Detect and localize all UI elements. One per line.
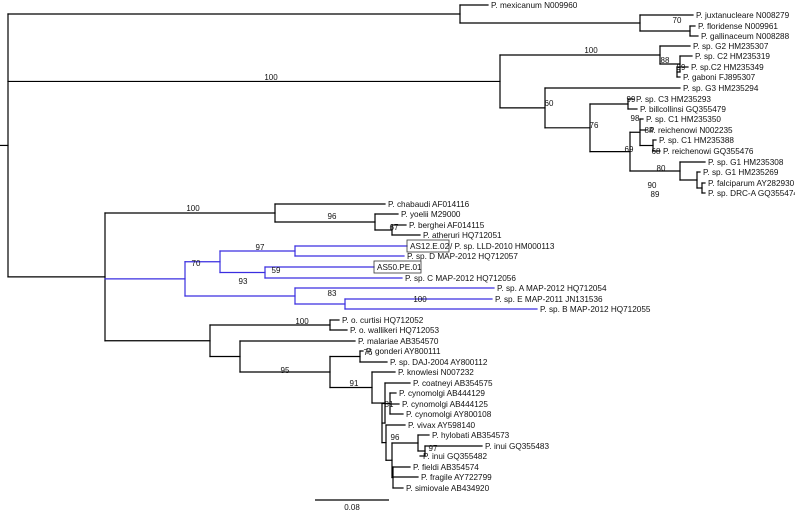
support-value-s_76b: 76	[364, 348, 373, 357]
tip-label-yoe: P. yoelii M29000	[401, 210, 461, 219]
support-value-s_c2: 88	[661, 56, 670, 65]
tip-label-lld: / P. sp. LLD-2010 HM000113	[450, 242, 555, 251]
tip-label-g1a: P. sp. G1 HM235308	[708, 158, 784, 167]
tip-label-rei1: P. reichenowi N002235	[649, 126, 733, 135]
tip-label-ocu: P. o. curtisi HQ712052	[342, 316, 424, 325]
support-value-s_93: 93	[239, 277, 248, 286]
support-value-s_98: 98	[631, 114, 640, 123]
tip-label-c1b: P. sp. C1 HM235388	[659, 136, 734, 145]
support-value-s_97: 97	[256, 243, 265, 252]
tree-branches	[0, 4, 706, 489]
tip-label-mapb: P. sp. B MAP-2012 HQ712055	[540, 305, 651, 314]
scale-bar: 0.08	[315, 499, 389, 511]
tip-label-fra: P. fragile AY722799	[421, 473, 492, 482]
tip-label-in2: P. inui GQ355482	[423, 452, 487, 461]
tip-label-mapd: P. sp. D MAP-2012 HQ712057	[407, 252, 518, 261]
support-value-s_76: 76	[590, 121, 599, 130]
sample-box-as50	[373, 260, 422, 274]
tip-label-ber: P. berghei AF014115	[409, 221, 485, 230]
support-value-s_96b: 96	[391, 433, 400, 442]
tip-label-mapc: P. sp. C MAP-2012 HQ712056	[405, 274, 516, 283]
tip-label-gab: P. gaboni FJ895307	[683, 73, 756, 82]
tip-label-mex: P. mexicanum N009960	[491, 1, 578, 10]
tip-label-cy3: P. cynomolgi AY800108	[406, 410, 492, 419]
tip-label-c3: P. sp. C3 HM235293	[636, 95, 711, 104]
tip-label-gon: P. gonderi AY800111	[366, 347, 441, 356]
sample-box-as12	[406, 239, 450, 253]
tip-label-rei2: P. reichenowi GQ355476	[663, 147, 754, 156]
tip-label-mape: P. sp. E MAP-2011 JN131536	[495, 295, 603, 304]
tip-label-owa: P. o. wallikeri HQ712053	[350, 326, 439, 335]
support-value-s_84: 84	[645, 126, 654, 135]
tip-label-c2b: P. sp.C2 HM235349	[691, 63, 764, 72]
support-value-s_rod: 100	[186, 204, 200, 213]
tip-label-cy2: P. cynomolgi AB444125	[402, 400, 488, 409]
tip-label-fie: P. fieldi AB354574	[413, 463, 479, 472]
tip-label-c1a: P. sp. C1 HM235350	[646, 115, 721, 124]
support-value-s_89: 89	[651, 190, 660, 199]
tip-labels: P. mexicanum N009960 P. juxtanucleare N00…	[342, 1, 795, 493]
tip-label-as50: AS50.PE.01	[377, 263, 422, 272]
support-value-s_70: 70	[192, 259, 201, 268]
scale-bar-label: 0.08	[344, 503, 360, 511]
support-value-s_67: 67	[390, 223, 399, 232]
tip-label-g2: P. sp. G2 HM235307	[693, 42, 769, 51]
tip-label-daj: P. sp. DAJ-2004 AY800112	[390, 358, 488, 367]
support-value-s_83: 83	[328, 289, 337, 298]
support-value-s_ova: 100	[295, 317, 309, 326]
support-value-s_ape: 100	[264, 73, 278, 82]
tip-label-cy1: P. cynomolgi AB444129	[399, 389, 485, 398]
tip-label-fal: P. falciparum AY282930	[708, 179, 795, 188]
tip-label-g1b: P. sp. G1 HM235269	[703, 168, 779, 177]
tip-label-hyl: P. hylobati AB354573	[432, 431, 510, 440]
tip-label-in1: P. inui GQ355483	[485, 442, 549, 451]
support-value-s_69: 69	[625, 145, 634, 154]
tip-label-mapa: P. sp. A MAP-2012 HQ712054	[497, 284, 607, 293]
support-value-s_96: 96	[328, 212, 337, 221]
support-value-s_c2b: 99	[677, 63, 686, 72]
support-value-s_68: 68	[652, 147, 661, 156]
tip-label-gal: P. gallinaceum N008288	[701, 32, 790, 41]
highlight-boxes	[373, 239, 450, 274]
support-value-s_97b: 97	[429, 444, 438, 453]
support-value-s_g2: 100	[584, 46, 598, 55]
tip-label-jux: P. juxtanucleare N008279	[696, 11, 790, 20]
support-value-s_81: 81	[385, 400, 394, 409]
tip-label-flo: P. floridense N009961	[698, 22, 778, 31]
tip-label-kno: P. knowlesi N007232	[398, 368, 474, 377]
support-value-s_jux: 70	[673, 16, 682, 25]
tip-label-drc: P. sp. DRC-A GQ355474	[708, 189, 795, 198]
support-value-s_lav: 60	[545, 99, 554, 108]
support-value-s_59: 59	[272, 266, 281, 275]
tip-label-sim: P. simiovale AB434920	[406, 484, 490, 493]
support-value-s_c3: 99	[627, 95, 636, 104]
support-value-s_100b: 100	[413, 295, 427, 304]
tip-label-viv: P. vivax AY598140	[408, 421, 476, 430]
support-value-s_91: 91	[350, 379, 359, 388]
tip-label-c2a: P. sp. C2 HM235319	[695, 52, 770, 61]
tip-label-bil: P. billcollinsi GQ355479	[640, 105, 726, 114]
tip-label-ath: P. atheruri HQ712051	[423, 231, 502, 240]
tip-label-cha: P. chabaudi AF014116	[388, 200, 470, 209]
tip-label-g3: P. sp. G3 HM235294	[683, 84, 759, 93]
support-value-s_80: 80	[657, 164, 666, 173]
tip-label-coa: P. coatneyi AB354575	[413, 379, 493, 388]
support-value-s_90: 90	[648, 181, 657, 190]
tip-label-as12: AS12.E.02	[410, 242, 450, 251]
tip-label-mal: P. malariae AB354570	[358, 337, 439, 346]
support-value-s_95: 95	[281, 366, 290, 375]
